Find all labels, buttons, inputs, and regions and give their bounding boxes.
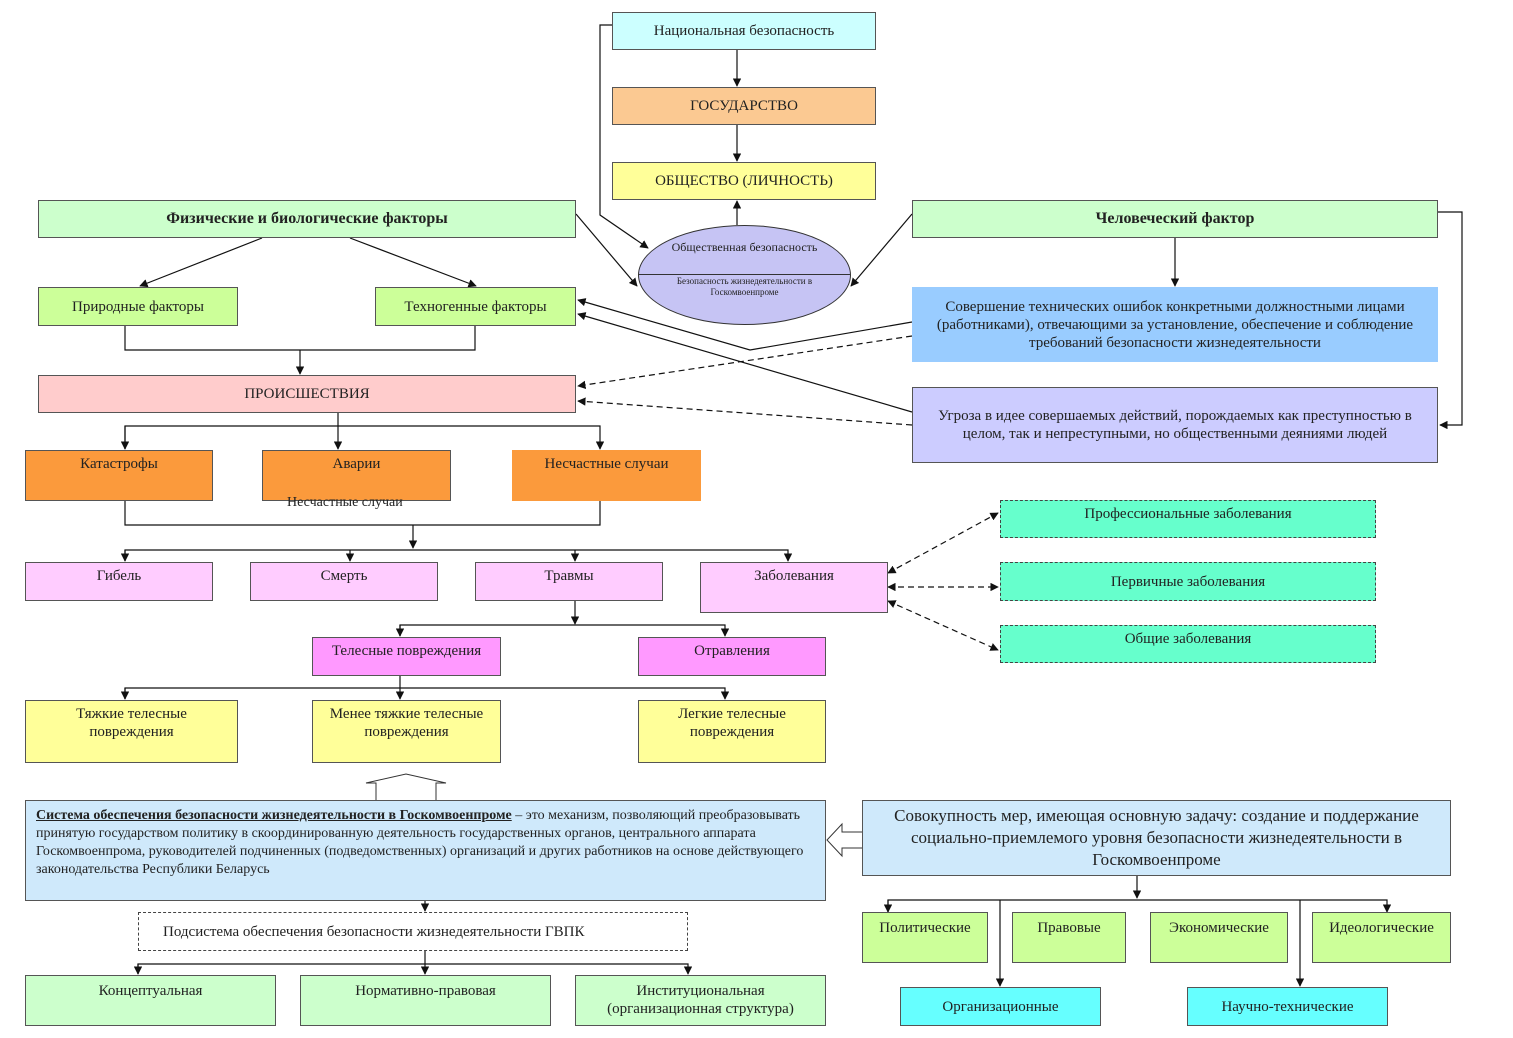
natural-factors-box: Природные факторы (38, 287, 238, 326)
legal-box: Правовые (1012, 912, 1126, 963)
system-title: Система обеспечения безопасности жизнеде… (36, 808, 512, 823)
life-safety-label: Безопасность жизнедеятельности в Госкомв… (676, 276, 813, 297)
system-text: – это механизм, позволяющий преобразовыв… (36, 808, 804, 877)
incidents-box: ПРОИСШЕСТВИЯ (38, 375, 576, 413)
organizational-box: Организационные (900, 987, 1101, 1026)
poisoning-box: Отравления (638, 637, 826, 676)
ellipse-divider (639, 274, 850, 275)
normative-legal-box: Нормативно-правовая (300, 975, 551, 1026)
less-severe-injuries-box: Менее тяжкие телесные повреждения (312, 700, 501, 763)
public-security-label: Общественная безопасность (671, 240, 818, 254)
injuries-box: Травмы (475, 562, 663, 601)
public-security-ellipse: Общественная безопасность Безопасность ж… (638, 225, 851, 325)
severe-injuries-box: Тяжкие телесные повреждения (25, 700, 238, 763)
block-arrow-left (826, 822, 862, 858)
mishaps-caption: Несчастные случаи (287, 495, 403, 510)
primary-diseases-box: Первичные заболевания (1000, 562, 1376, 601)
mishaps-box: Несчастные случаи (512, 450, 701, 501)
human-factor-box: Человеческий фактор (912, 200, 1438, 238)
light-injuries-box: Легкие телесные повреждения (638, 700, 826, 763)
death-box-2: Смерть (250, 562, 438, 601)
diseases-box: Заболевания (700, 562, 888, 613)
national-security-box: Национальная безопасность (612, 12, 876, 50)
system-description-box: Система обеспечения безопасности жизнеде… (25, 800, 826, 901)
technogenic-factors-box: Техногенные факторы (375, 287, 576, 326)
professional-diseases-box: Профессиональные заболевания (1000, 500, 1376, 538)
institutional-box: Институциональная (организационная струк… (575, 975, 826, 1026)
accidents-box: Аварии (262, 450, 451, 501)
economic-box: Экономические (1150, 912, 1288, 963)
technical-errors-box: Совершение технических ошибок конкретным… (912, 287, 1438, 362)
threat-box: Угроза в идее совершаемых действий, поро… (912, 387, 1438, 463)
physical-factors-box: Физические и биологические факторы (38, 200, 576, 238)
bodily-injuries-box: Телесные повреждения (312, 637, 501, 676)
conceptual-box: Концептуальная (25, 975, 276, 1026)
scientific-technical-box: Научно-технические (1187, 987, 1388, 1026)
state-box: ГОСУДАРСТВО (612, 87, 876, 125)
subsystem-box: Подсистема обеспечения безопасности жизн… (138, 912, 688, 951)
society-box: ОБЩЕСТВО (ЛИЧНОСТЬ) (612, 162, 876, 200)
political-box: Политические (862, 912, 988, 963)
general-diseases-box: Общие заболевания (1000, 625, 1376, 663)
catastrophes-box: Катастрофы (25, 450, 213, 501)
ideological-box: Идеологические (1312, 912, 1451, 963)
measures-box: Совокупность мер, имеющая основную задач… (862, 800, 1451, 876)
death-box-1: Гибель (25, 562, 213, 601)
block-arrow-up (365, 773, 447, 800)
